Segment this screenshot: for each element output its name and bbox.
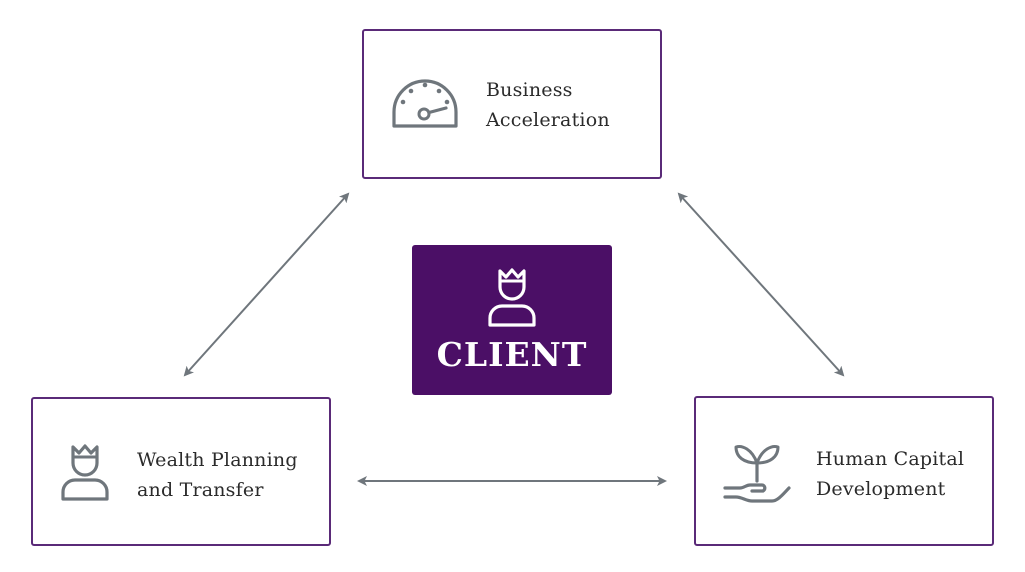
client-node: CLIENT <box>412 245 612 395</box>
human-label-line1: Human Capital <box>816 448 965 470</box>
wealth-label-line2: and Transfer <box>137 479 264 501</box>
business-label-line2: Acceleration <box>486 109 610 131</box>
client-person-crown-icon <box>484 265 540 333</box>
human-capital-node: Human Capital Development <box>694 396 994 546</box>
business-label-line1: Business <box>486 79 573 101</box>
wealth-label-line1: Wealth Planning <box>137 449 298 471</box>
human-capital-label: Human Capital Development <box>816 444 964 504</box>
arrow-wealth-business <box>183 192 350 377</box>
arrow-business-human <box>677 192 845 377</box>
client-label: CLIENT <box>436 335 588 374</box>
sprout-in-hand-icon <box>722 441 792 505</box>
business-acceleration-label: Business Acceleration <box>486 75 610 135</box>
wealth-planning-label: Wealth Planning and Transfer <box>137 445 298 505</box>
speedometer-icon <box>390 74 460 132</box>
human-label-line2: Development <box>816 478 946 500</box>
wealth-planning-node: Wealth Planning and Transfer <box>31 397 331 546</box>
person-crown-icon <box>57 441 113 505</box>
business-acceleration-node: Business Acceleration <box>362 29 662 179</box>
